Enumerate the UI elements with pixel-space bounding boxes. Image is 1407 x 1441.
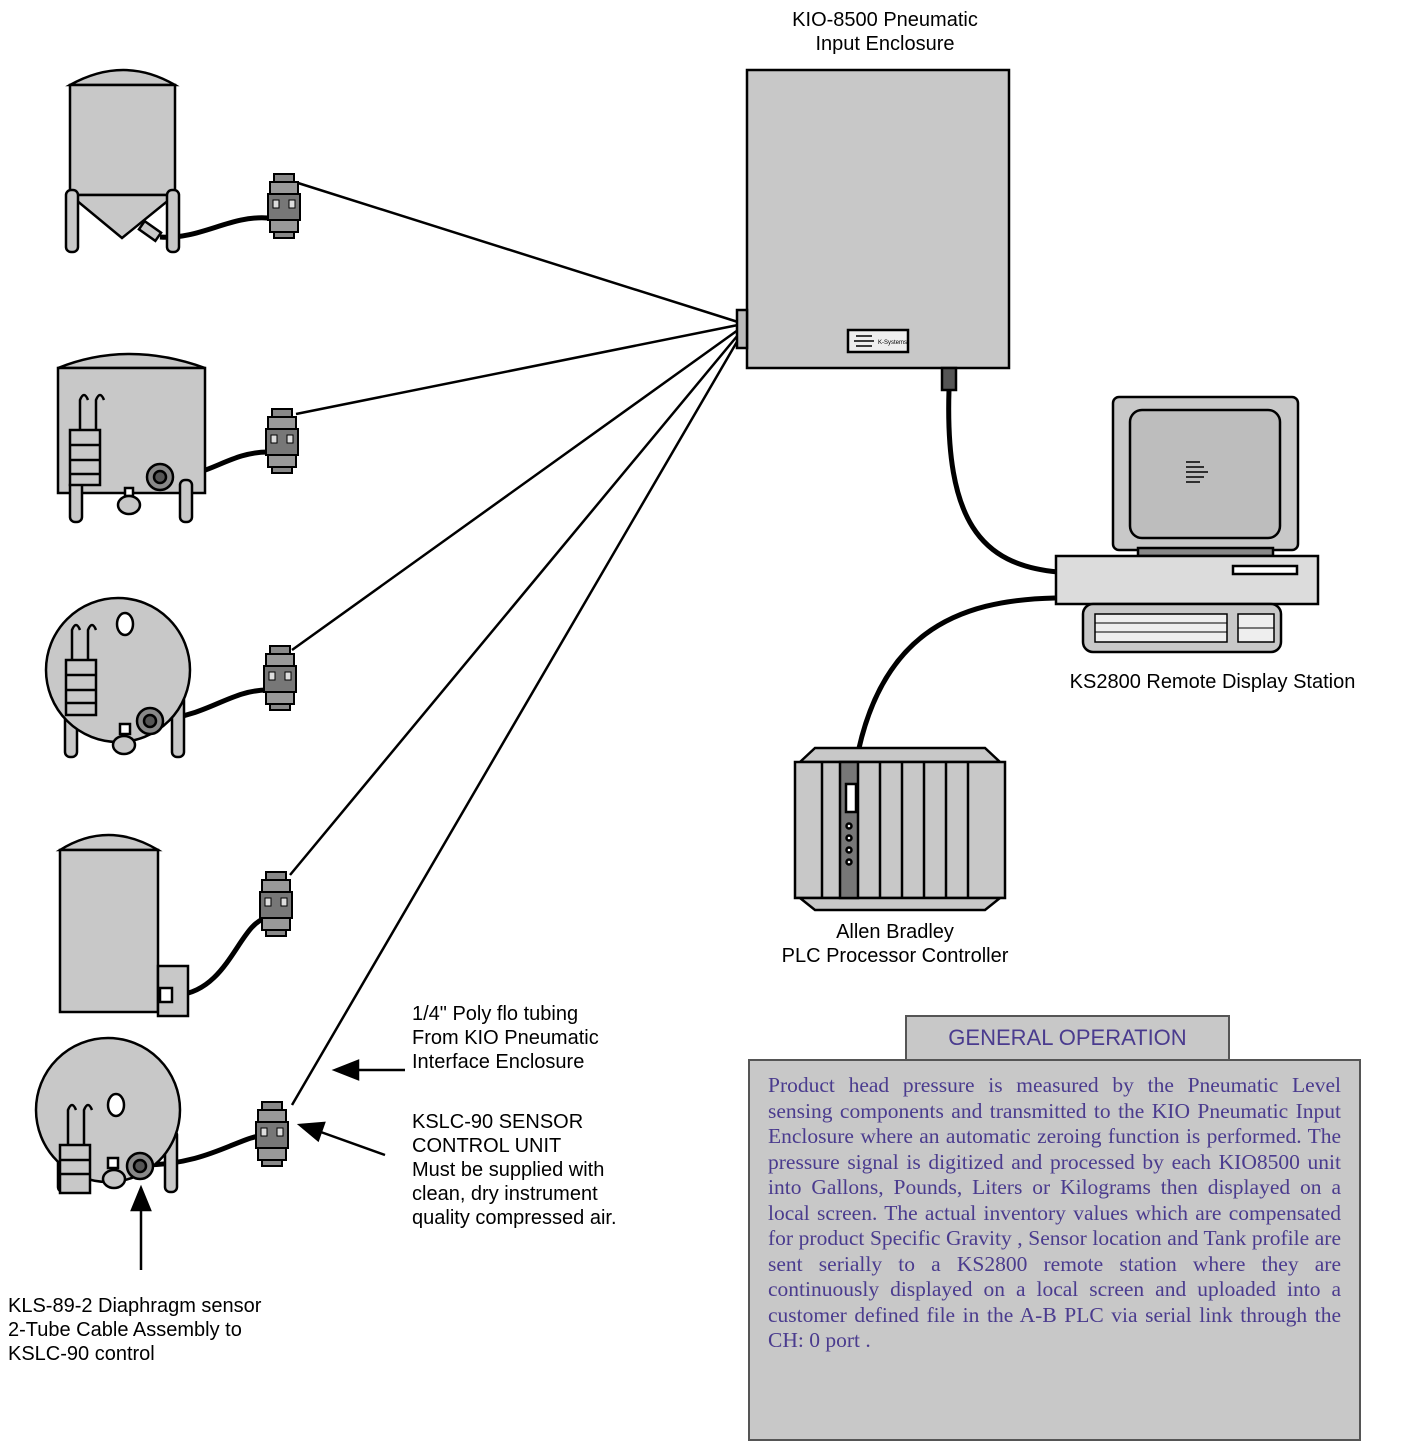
tank-cone-bottom [64,68,181,254]
ks2800-display-station [1054,395,1320,654]
poly-flo-tubing [289,181,740,1106]
tank-round-2 [34,1036,182,1195]
enclosure-badge-text: K-Systems [878,340,907,346]
serial-cables [849,389,1059,791]
k-systems-logo-icon [1186,461,1208,483]
general-operation-body: Product head pressure is measured by the… [748,1059,1361,1441]
kls-note: KLS-89-2 Diaphragm sensor 2-Tube Cable A… [8,1295,262,1365]
tank-vertical [55,833,190,1018]
plc-label: Allen Bradley PLC Processor Controller [781,921,1009,967]
sensor-control-units [255,173,301,1167]
enclosure-label: KIO-8500 Pneumatic Input Enclosure [792,9,978,55]
general-operation-title: GENERAL OPERATION [905,1015,1230,1061]
annotation-arrows [130,1059,405,1270]
plc-rack [793,746,1007,912]
tubing-note: 1/4" Poly flo tubing From KIO Pneumatic … [412,1003,599,1073]
tank-round-1 [44,596,192,759]
kslc-note: KSLC-90 SENSOR CONTROL UNIT Must be supp… [412,1111,617,1229]
display-station-label: KS2800 Remote Display Station [1069,671,1356,693]
tank-rectangular [56,352,207,524]
kio-8500-enclosure [735,68,1011,392]
